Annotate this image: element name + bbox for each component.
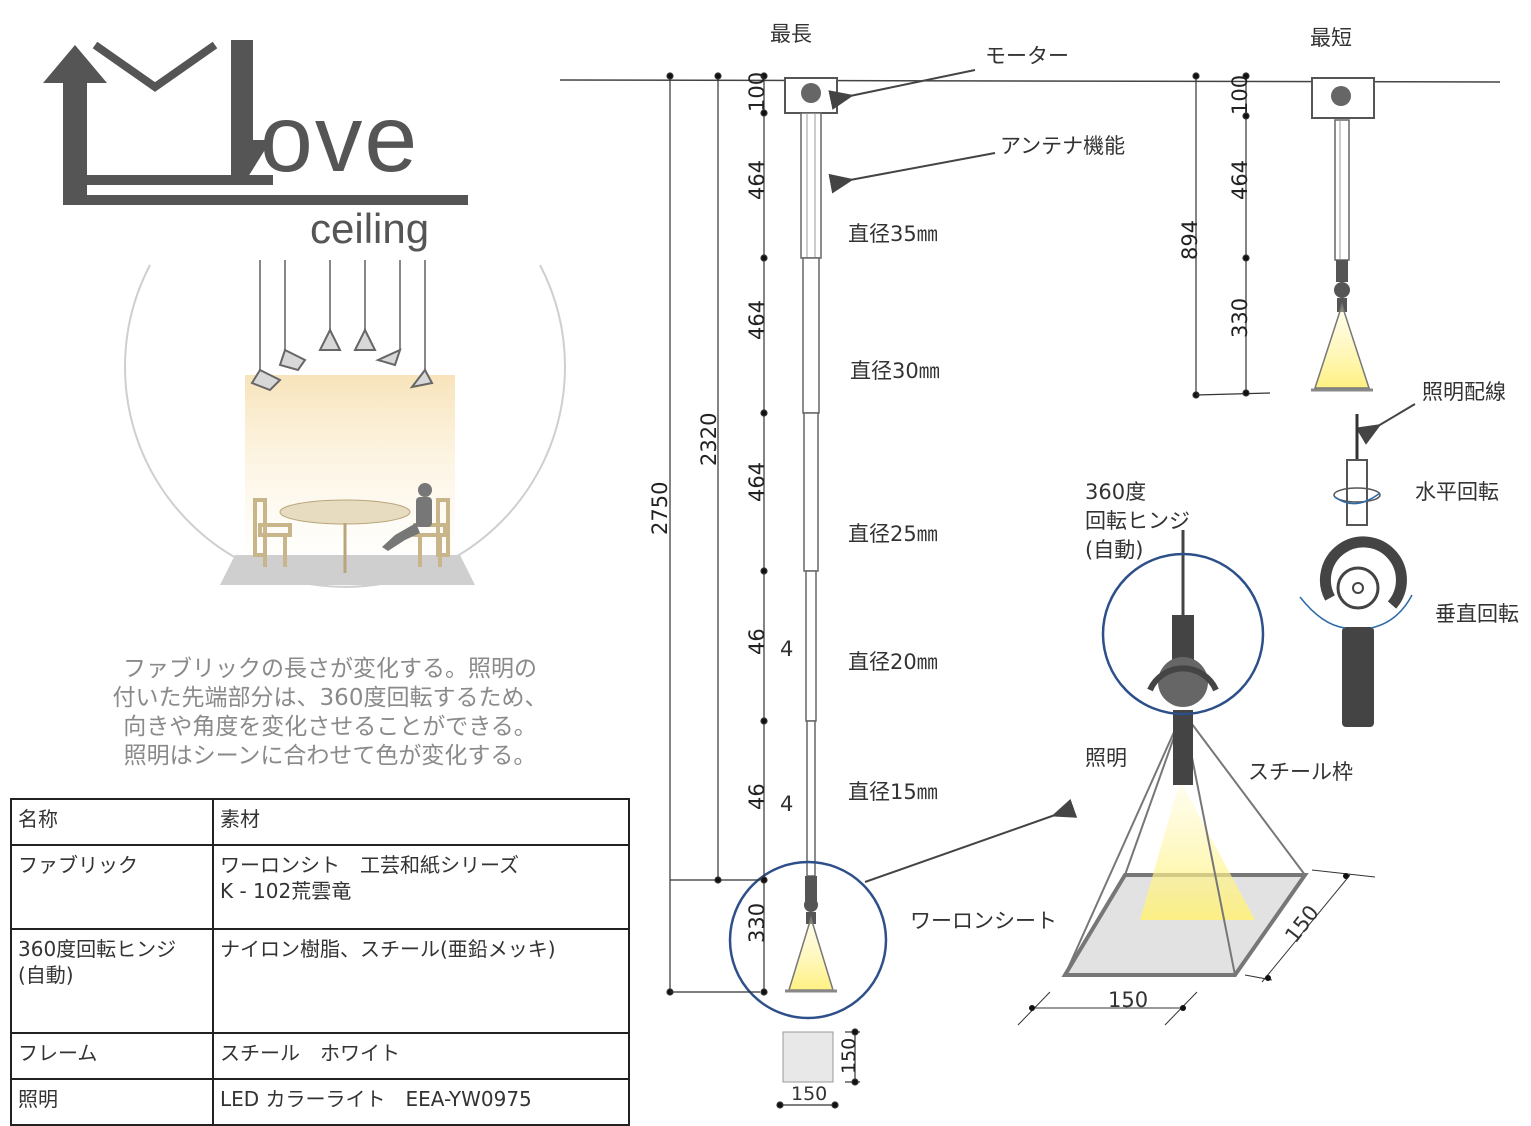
dim-4-a: 4: [780, 637, 794, 661]
dim-base-150-h: 150: [791, 1083, 828, 1105]
cell-line: ワーロンシト 工芸和紙シリーズ: [220, 853, 519, 877]
label-dia30: 直径30㎜: [850, 359, 940, 383]
dim-4-b: 4: [780, 792, 794, 816]
label-h-rotation: 水平回転: [1415, 480, 1499, 504]
table-cell: フレーム: [10, 1032, 214, 1080]
dim-short-100: 100: [1228, 74, 1252, 115]
table-row: 360度回転ヒンジ (自動) ナイロン樹脂、スチール(亜鉛メッキ): [10, 928, 630, 1034]
label-hinge-line: 360度: [1085, 480, 1147, 504]
table-row: ファブリック ワーロンシト 工芸和紙シリーズ K - 102荒雲竜: [10, 844, 630, 930]
label-antenna: アンテナ機能: [1000, 134, 1126, 158]
logo-word: ove: [260, 86, 420, 192]
description-line: 照明はシーンに合わせて色が変化する。: [123, 743, 537, 769]
table-cell: ワーロンシト 工芸和紙シリーズ K - 102荒雲竜: [212, 844, 630, 930]
cell-line: (自動): [18, 963, 74, 987]
label-warlon-sheet: ワーロンシート: [910, 909, 1057, 933]
label-hinge-line: 回転ヒンジ: [1085, 509, 1190, 533]
description: ファブリックの長さが変化する。照明の 付いた先端部分は、360度回転するため、 …: [70, 655, 590, 771]
label-v-rotation: 垂直回転: [1435, 602, 1519, 626]
dim-464-a: 464: [745, 159, 769, 200]
dim-100: 100: [745, 71, 769, 112]
dim-short-330: 330: [1228, 297, 1252, 338]
dim-pyramid-150-a: 150: [1108, 988, 1149, 1012]
label-dia25: 直径25㎜: [848, 522, 938, 546]
pendant-shortest: [1311, 77, 1375, 392]
dim-short-894: 894: [1178, 219, 1202, 260]
scene-illustration: [124, 260, 566, 588]
label-dia15: 直径15㎜: [848, 780, 938, 804]
label-steel-frame: スチール枠: [1248, 760, 1353, 784]
table-row: 照明 LED カラーライト EEA-YW0975: [10, 1078, 630, 1126]
table-row: フレーム スチール ホワイト: [10, 1032, 630, 1080]
cell-line: K - 102荒雲竜: [220, 879, 352, 903]
label-light: 照明: [1085, 746, 1127, 770]
logo-subtitle: ceiling: [310, 205, 430, 252]
dim-464-c: 464: [745, 461, 769, 502]
hinge-detail: [1299, 414, 1413, 727]
table-cell: スチール ホワイト: [212, 1032, 630, 1080]
label-longest: 最長: [770, 22, 812, 46]
label-wiring: 照明配線: [1422, 380, 1506, 404]
dim-2320: 2320: [697, 412, 721, 466]
pendant-longest: [728, 77, 888, 1083]
table-cell: 名称: [10, 798, 214, 846]
pyramid-detail: [1017, 530, 1376, 1026]
logo: ove ceiling: [35, 25, 495, 260]
table-row: 名称 素材: [10, 798, 630, 846]
table-cell: ファブリック: [10, 844, 214, 930]
table-cell: 素材: [212, 798, 630, 846]
description-line: 付いた先端部分は、360度回転するため、: [112, 685, 548, 711]
dim-464-b: 464: [745, 299, 769, 340]
spec-table: 名称 素材 ファブリック ワーロンシト 工芸和紙シリーズ K - 102荒雲竜 …: [10, 798, 630, 1126]
dim-short-464: 464: [1228, 159, 1252, 200]
table-cell: ナイロン樹脂、スチール(亜鉛メッキ): [212, 928, 630, 1034]
label-shortest: 最短: [1310, 26, 1352, 50]
label-hinge: 360度 回転ヒンジ (自動): [1085, 478, 1190, 565]
table-cell: 360度回転ヒンジ (自動): [10, 928, 214, 1034]
cell-line: 360度回転ヒンジ: [18, 937, 177, 961]
dim-2750: 2750: [648, 481, 672, 535]
logo-mark: [43, 40, 468, 205]
dim-46-a: 46: [745, 628, 769, 655]
description-line: 向きや角度を変化させることができる。: [123, 714, 537, 740]
dim-330: 330: [745, 902, 769, 943]
label-dia35: 直径35㎜: [848, 222, 938, 246]
dim-46-b: 46: [745, 783, 769, 810]
label-hinge-line: (自動): [1085, 538, 1144, 562]
label-dia20: 直径20㎜: [848, 650, 938, 674]
label-motor: モーター: [985, 44, 1069, 68]
dimension-lines-longest: [666, 72, 860, 1109]
dim-base-150-v: 150: [838, 1037, 860, 1074]
dimension-lines-shortest: [1192, 72, 1271, 399]
description-line: ファブリックの長さが変化する。照明の: [123, 656, 537, 682]
